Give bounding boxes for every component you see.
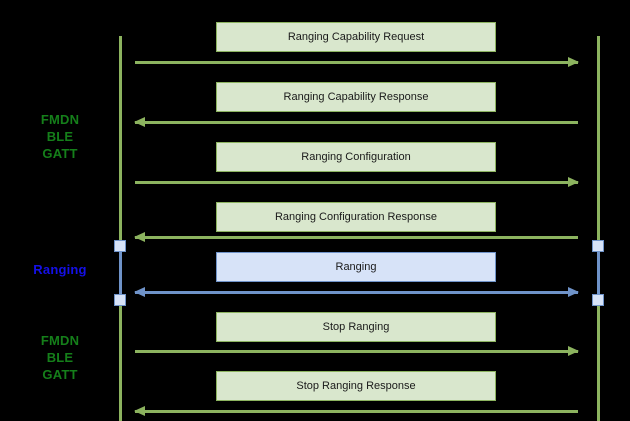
message-box-ranging-configuration-response: Ranging Configuration Response [216, 202, 496, 232]
message-box-ranging-capability-response: Ranging Capability Response [216, 82, 496, 112]
arrow-shaft [135, 291, 578, 294]
arrow-shaft [135, 121, 578, 124]
lifeline-right-provider [597, 36, 600, 421]
lifeline-left-seeker [119, 36, 122, 421]
activation-bar-left [119, 246, 122, 300]
message-box-stop-ranging: Stop Ranging [216, 312, 496, 342]
message-box-ranging: Ranging [216, 252, 496, 282]
arrow-shaft [135, 236, 578, 239]
arrow-head-left-icon [134, 406, 145, 416]
message-arrow-ranging-capability-request [135, 57, 579, 68]
arrow-shaft [135, 350, 578, 353]
arrow-head-left-icon [134, 287, 145, 297]
message-arrow-ranging [134, 287, 579, 298]
arrow-head-right-icon [568, 346, 579, 356]
phase-label-ranging: Ranging [33, 262, 87, 277]
activation-node-right-start [592, 240, 604, 252]
activation-bar-right [597, 246, 600, 300]
arrow-shaft [135, 181, 578, 184]
activation-node-right-end [592, 294, 604, 306]
arrow-head-right-icon [568, 57, 579, 67]
arrow-head-left-icon [134, 232, 145, 242]
arrow-head-left-icon [134, 117, 145, 127]
message-box-ranging-configuration: Ranging Configuration [216, 142, 496, 172]
message-arrow-ranging-configuration [135, 177, 579, 188]
activation-node-left-end [114, 294, 126, 306]
arrow-shaft [135, 410, 578, 413]
phase-label-fmdn-ble-gatt-bottom: FMDN BLE GATT [40, 333, 80, 382]
arrow-shaft [135, 61, 578, 64]
message-arrow-stop-ranging-response [134, 406, 578, 417]
message-arrow-stop-ranging [135, 346, 579, 357]
phase-label-fmdn-ble-gatt-top: FMDN BLE GATT [40, 112, 80, 161]
activation-node-left-start [114, 240, 126, 252]
arrow-head-right-icon [568, 287, 579, 297]
message-box-ranging-capability-request: Ranging Capability Request [216, 22, 496, 52]
message-box-stop-ranging-response: Stop Ranging Response [216, 371, 496, 401]
message-arrow-ranging-configuration-response [134, 232, 578, 243]
arrow-head-right-icon [568, 177, 579, 187]
message-arrow-ranging-capability-response [134, 117, 578, 128]
